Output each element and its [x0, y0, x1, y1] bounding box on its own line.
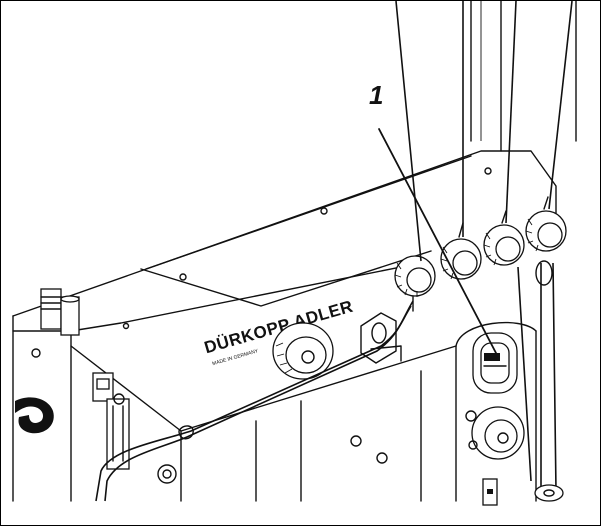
callout-leader-line	[378, 128, 497, 354]
thread-tension-unit-1	[394, 255, 436, 312]
needle-bar-housing	[455, 321, 537, 502]
adjustment-knob-large	[272, 322, 334, 380]
screw-4	[122, 322, 130, 330]
thread-eyelet	[534, 484, 564, 502]
callout-number: 1	[369, 80, 383, 110]
thread-guide-eye	[178, 425, 194, 440]
thread-tension-unit-2	[440, 222, 482, 280]
screw-5	[31, 348, 41, 358]
lower-slider	[482, 478, 498, 506]
hole-1	[350, 435, 362, 447]
adjustment-knob-lower	[465, 406, 525, 460]
da-logo-icon	[15, 397, 54, 434]
threads	[95, 1, 573, 502]
hole-2	[376, 452, 388, 464]
screw-1	[320, 207, 328, 215]
screw-2	[179, 273, 187, 281]
left-thread-guide	[92, 372, 130, 470]
thread-tension-unit-3	[483, 210, 525, 266]
background-column	[470, 1, 577, 152]
screw-3	[484, 167, 492, 175]
spool-post	[40, 288, 80, 336]
bushing	[157, 464, 177, 484]
thread-tension-unit-4	[525, 196, 567, 286]
